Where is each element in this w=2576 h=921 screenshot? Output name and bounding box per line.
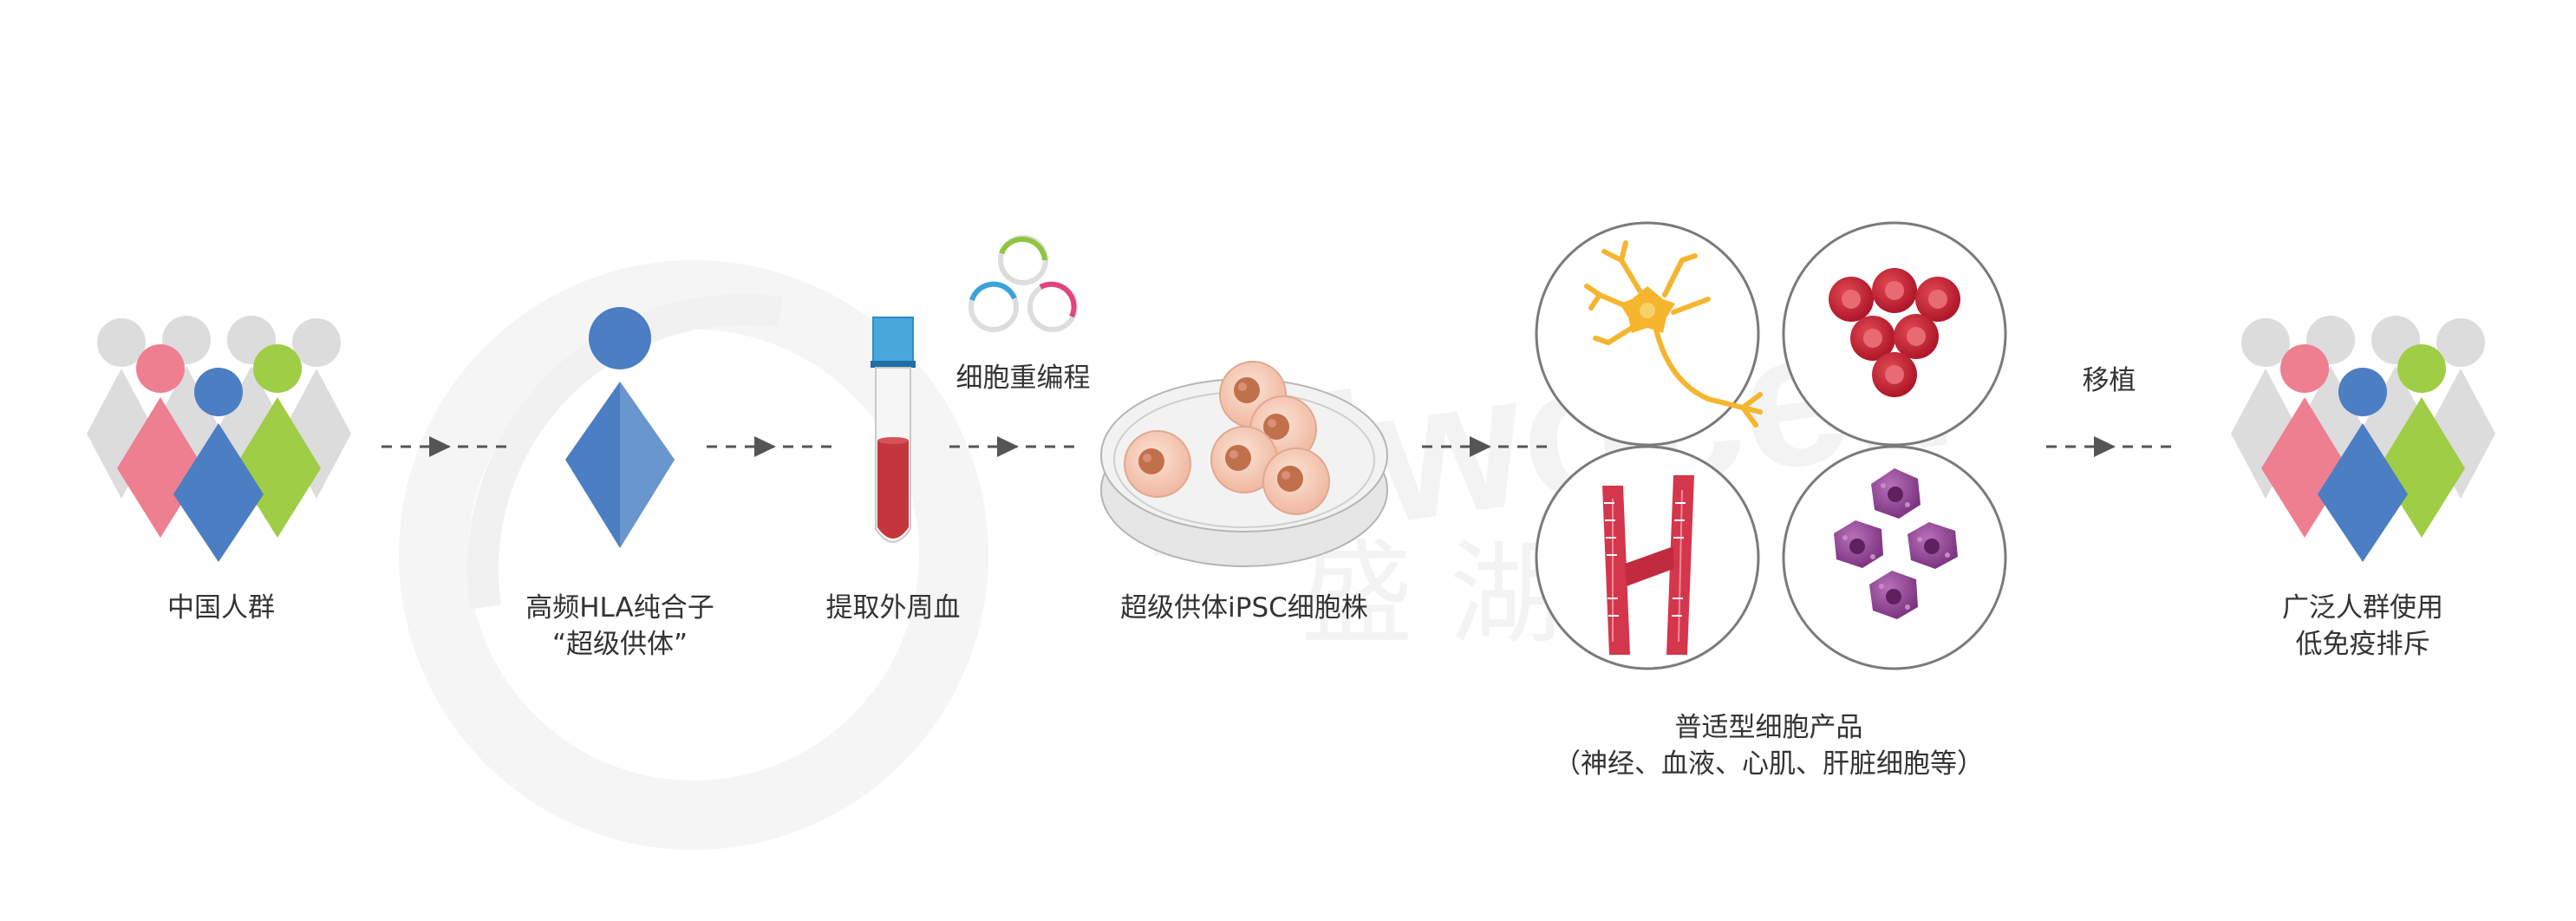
ipsc-cell [1124,430,1191,498]
label-line: 超级供体iPSC细胞株 [1120,592,1368,624]
broad-population-group-icon [2231,316,2495,562]
label-line: 广泛人群使用 [2282,592,2443,624]
ipsc-cell [1262,447,1330,515]
cardiac-vessel-icon [1535,445,1760,670]
step-label-cell-products: 普适型细胞产品 （神经、血液、心肌、肝脏细胞等） [1526,709,2012,782]
label-line: 中国人群 [167,592,275,624]
blood-cell-icon [1782,221,2007,447]
step-label-broad-population: 广泛人群使用 低免疫排斥 [2259,590,2467,663]
label-line: 普适型细胞产品 [1674,712,1863,743]
super-donor-icon [565,307,675,548]
step-label-ipsc-line: 超级供体iPSC细胞株 [1084,590,1405,626]
label-line: “超级供体” [551,629,688,660]
ipsc-cell [1210,426,1278,493]
label-line: 移植 [2082,365,2136,396]
blood-tube-icon [871,317,916,543]
label-line: 提取外周血 [825,592,961,624]
step-label-blood-draw: 提取外周血 [798,590,988,626]
label-line: （神经、血液、心肌、肝脏细胞等） [1554,748,1984,780]
neuron-cell-icon [1535,221,1763,447]
step-label-population: 中国人群 [121,590,321,626]
population-group-icon [87,316,351,562]
flow-arrowheads [429,436,2116,457]
label-line: 高频HLA纯合子 [525,592,714,624]
arrow-label-transplant: 移植 [2046,363,2172,399]
liver-cell-icon [1782,445,2007,670]
cell-products-group [1535,221,2007,670]
step-label-super-donor: 高频HLA纯合子 “超级供体” [512,590,728,663]
label-line: 细胞重编程 [955,363,1091,394]
reprogramming-plasmid-icon [968,235,1078,332]
arrow-label-reprogram: 细胞重编程 [936,360,1110,396]
ipsc-petri-dish-icon [1100,361,1388,567]
label-line: 低免疫排斥 [2295,629,2430,660]
